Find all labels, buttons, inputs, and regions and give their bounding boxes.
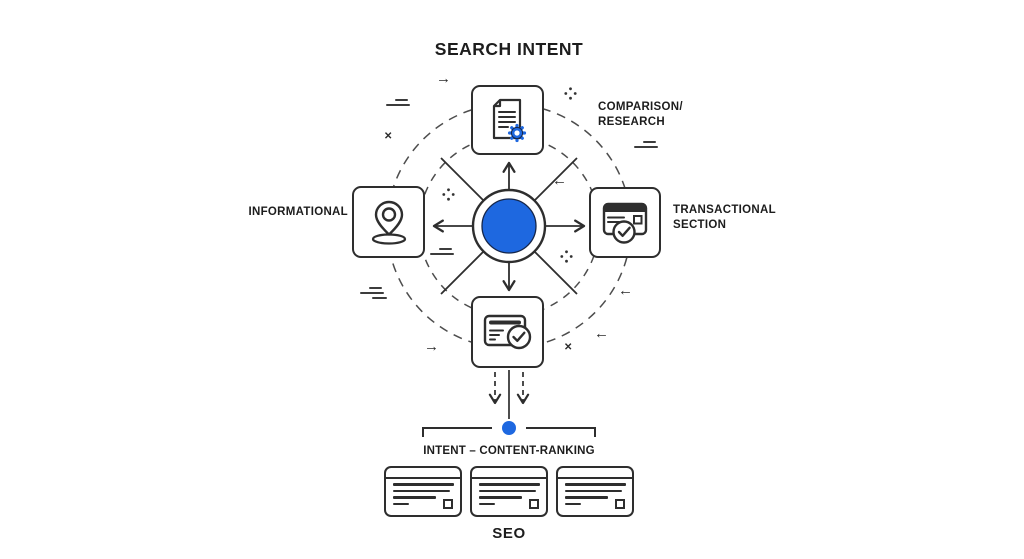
card-corner-square xyxy=(615,499,625,509)
speed-lines-doodle xyxy=(430,248,454,255)
seo-result-card xyxy=(556,466,634,517)
speed-lines-doodle xyxy=(386,99,410,106)
speed-lines-doodle xyxy=(634,141,658,148)
label-transactional-line1: TRANSACTIONAL xyxy=(673,204,776,216)
label-transactional-line2: SECTION xyxy=(673,218,727,231)
browser-check-icon xyxy=(602,202,648,244)
arrow-right-doodle: → xyxy=(436,70,451,87)
node-transactional xyxy=(589,187,661,258)
flow-connectors xyxy=(488,370,530,419)
card-header-line xyxy=(558,468,632,479)
seo-label: SEO xyxy=(492,525,526,542)
cross-doodle: ✕ xyxy=(384,131,393,142)
seo-result-card xyxy=(470,466,548,517)
flow-caption: INTENT – CONTENT-RANKING xyxy=(423,445,595,457)
node-informational xyxy=(352,186,425,258)
cross-doodle: ✕ xyxy=(564,342,573,353)
seo-result-card xyxy=(384,466,462,517)
node-content-check xyxy=(471,296,544,368)
cardinal-arrows xyxy=(432,161,586,292)
sparkle-doodle xyxy=(442,188,455,201)
card-check-icon xyxy=(483,314,531,350)
arrow-left-doodle: ← xyxy=(594,325,609,342)
flow-bracket xyxy=(422,427,596,437)
card-corner-square xyxy=(443,499,453,509)
card-corner-square xyxy=(529,499,539,509)
blue-circle-hub xyxy=(481,198,537,254)
speed-lines-doodle xyxy=(360,287,387,299)
location-pin-icon xyxy=(371,200,406,245)
sparkle-doodle xyxy=(560,250,573,263)
card-header-line xyxy=(472,468,546,479)
label-comparison-line2: RESEARCH xyxy=(598,115,665,128)
arrow-right-doodle: → xyxy=(424,338,439,355)
label-comparison-research: COMPARISON/ RESEARCH xyxy=(598,100,683,129)
label-comparison-line1: COMPARISON/ xyxy=(598,101,683,113)
arrow-left-doodle: ← xyxy=(552,172,567,189)
card-header-line xyxy=(386,468,460,479)
document-gear-icon xyxy=(492,98,526,143)
flow-blue-dot xyxy=(502,421,516,435)
arrow-left-doodle: ← xyxy=(618,282,633,299)
sparkle-doodle xyxy=(564,87,577,100)
gear-badge xyxy=(507,123,526,143)
label-transactional-section: TRANSACTIONAL SECTION xyxy=(673,203,776,232)
label-informational: INFORMATIONAL xyxy=(248,206,348,218)
page-title: SEARCH INTENT xyxy=(434,39,584,59)
node-comparison-research xyxy=(471,85,544,155)
